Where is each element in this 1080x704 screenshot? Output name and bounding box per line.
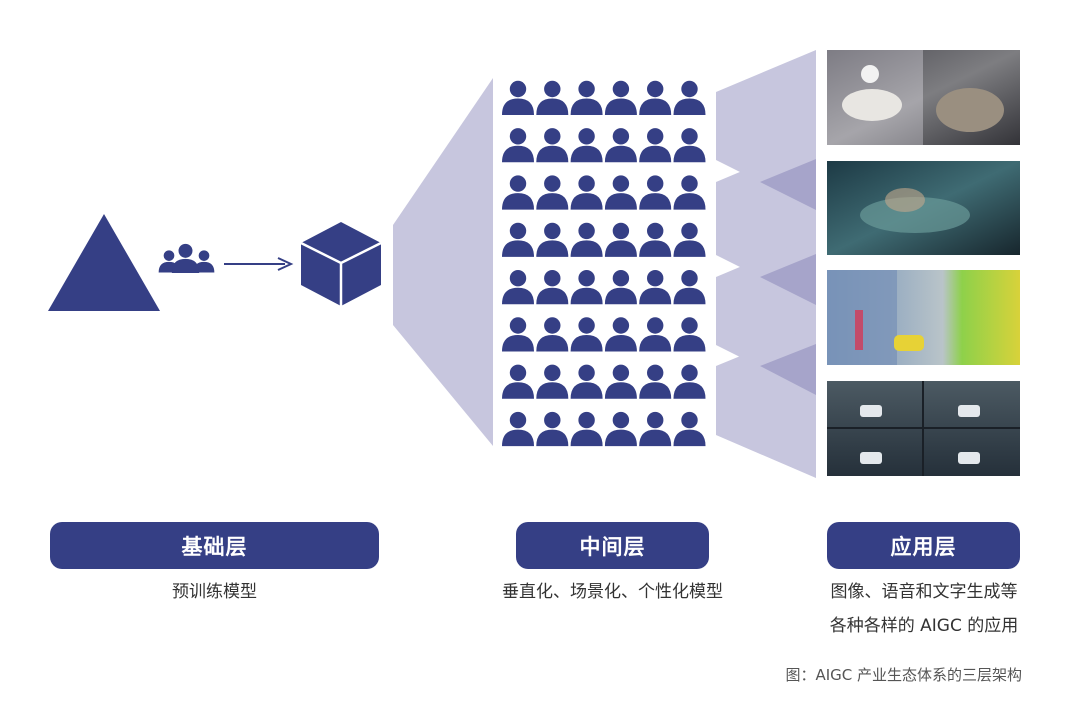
person-icon	[536, 175, 569, 210]
person-icon	[604, 411, 637, 447]
app-image-driving-frames	[827, 381, 1020, 476]
person-icon	[502, 222, 534, 257]
person-icon	[570, 80, 603, 115]
application-layer-description-line2: 各种各样的 AIGC 的应用	[829, 616, 1019, 636]
arrow-icon	[224, 257, 294, 271]
person-icon	[639, 175, 672, 210]
person-icon	[639, 222, 672, 257]
person-icon	[502, 317, 534, 352]
person-icon	[536, 128, 569, 163]
app-image-street-scene	[827, 270, 1020, 365]
person-icon	[536, 222, 569, 257]
person-icon	[570, 222, 603, 257]
person-icon	[604, 364, 637, 399]
person-icon	[673, 411, 706, 447]
person-icon	[673, 317, 706, 352]
person-icon	[502, 411, 534, 447]
app-image-underwater	[827, 161, 1020, 255]
people-group-icon	[158, 243, 215, 273]
people-grid	[502, 80, 706, 447]
app-image-astronaut-horse	[827, 50, 1020, 145]
person-icon	[639, 80, 672, 115]
person-icon	[536, 364, 569, 399]
person-icon	[604, 222, 637, 257]
base-layer-description: 预训练模型	[172, 582, 257, 602]
person-icon	[673, 80, 706, 115]
middle-layer-description: 垂直化、场景化、个性化模型	[502, 582, 723, 602]
person-icon	[604, 128, 637, 163]
person-icon	[639, 364, 672, 399]
person-icon	[570, 128, 603, 163]
person-icon	[673, 364, 706, 399]
application-layer-pill: 应用层	[827, 522, 1020, 569]
application-layer-description-line1: 图像、语音和文字生成等	[830, 582, 1018, 602]
person-icon	[502, 80, 534, 115]
person-icon	[502, 364, 534, 399]
person-icon	[536, 270, 569, 305]
middle-layer-pill: 中间层	[516, 522, 709, 569]
person-icon	[570, 317, 603, 352]
person-icon	[536, 317, 569, 352]
person-icon	[604, 270, 637, 305]
application-fan-bands	[716, 50, 816, 478]
person-icon	[639, 317, 672, 352]
person-icon	[673, 175, 706, 210]
person-icon	[673, 270, 706, 305]
person-icon	[502, 128, 534, 163]
person-icon	[570, 364, 603, 399]
person-icon	[536, 80, 569, 115]
person-icon	[536, 411, 569, 447]
person-icon	[673, 222, 706, 257]
person-icon	[604, 80, 637, 115]
cube-icon	[300, 222, 382, 306]
person-icon	[502, 175, 534, 210]
person-icon	[639, 411, 672, 447]
person-icon	[570, 175, 603, 210]
person-icon	[639, 270, 672, 305]
person-icon	[639, 128, 672, 163]
middle-fan-shape	[393, 78, 493, 446]
triangle-icon	[48, 214, 160, 311]
person-icon	[673, 128, 706, 163]
person-icon	[604, 317, 637, 352]
person-icon	[604, 175, 637, 210]
person-icon	[570, 270, 603, 305]
person-icon	[570, 411, 603, 447]
figure-caption: 图：AIGC 产业生态体系的三层架构	[785, 666, 1022, 684]
base-layer-pill: 基础层	[50, 522, 379, 569]
person-icon	[502, 270, 534, 305]
